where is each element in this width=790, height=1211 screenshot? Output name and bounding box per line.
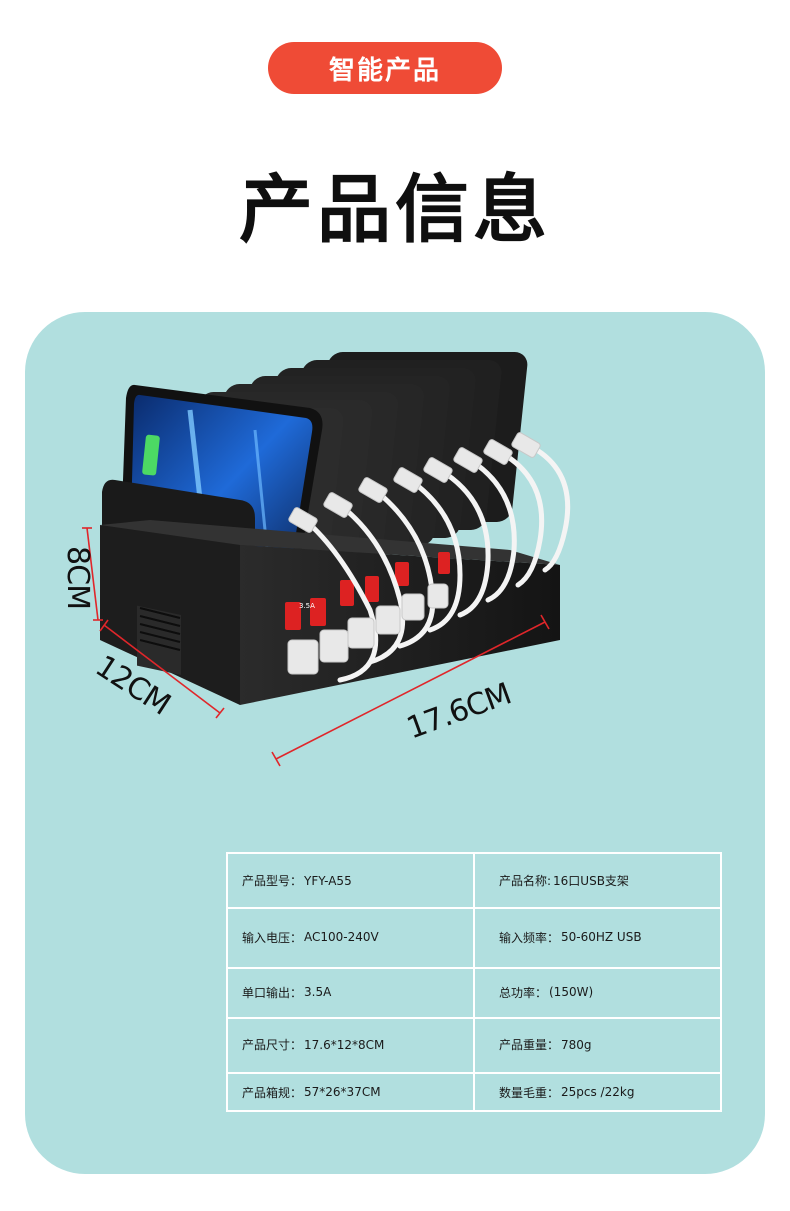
usb-plugs xyxy=(287,432,541,675)
spec-cell: 产品型号：YFY-A55 xyxy=(228,854,475,907)
port-label: 3.5A xyxy=(299,602,315,610)
usb-ports: 3.5A xyxy=(285,552,450,630)
spec-cell: 产品名称:16口USB支架 xyxy=(475,854,720,907)
spec-value: 780g xyxy=(561,1037,592,1052)
spec-cell: 单口输出：3.5A xyxy=(228,967,475,1017)
spec-label: 输入频率： xyxy=(498,930,559,945)
spec-label: 产品尺寸： xyxy=(242,1038,303,1052)
spec-table: 产品型号：YFY-A55 产品名称:16口USB支架 输入电压：AC100-24… xyxy=(226,852,722,1112)
spec-value: 16口USB支架 xyxy=(553,874,629,888)
spec-cell: 产品重量：780g xyxy=(475,1017,720,1072)
spec-value: (150W) xyxy=(549,985,594,999)
category-pill-label: 智能产品 xyxy=(328,55,441,86)
spec-value: 57*26*37CM xyxy=(304,1085,381,1099)
spec-cell: 产品尺寸：17.6*12*8CM xyxy=(228,1017,475,1072)
spec-value: 25pcs /22kg xyxy=(561,1085,635,1099)
spec-label: 输入电压： xyxy=(242,930,303,945)
spec-row: 单口输出：3.5A 总功率：(150W) xyxy=(228,967,720,1019)
page-title: 产品信息 xyxy=(239,167,551,253)
spec-cell: 输入电压：AC100-240V xyxy=(228,907,475,967)
spec-value: 3.5A xyxy=(304,985,332,999)
spec-row: 产品箱规：57*26*37CM 数量毛重：25pcs /22kg xyxy=(228,1072,720,1112)
spec-cell: 数量毛重：25pcs /22kg xyxy=(475,1072,720,1112)
category-pill: 智能产品 xyxy=(268,42,502,94)
spec-row: 产品型号：YFY-A55 产品名称:16口USB支架 xyxy=(228,854,720,909)
spec-label: 产品型号： xyxy=(242,874,303,888)
spec-label: 产品箱规： xyxy=(242,1085,303,1100)
spec-cell: 产品箱规：57*26*37CM xyxy=(228,1072,475,1112)
spec-cell: 总功率：(150W) xyxy=(475,967,720,1017)
dimension-lines xyxy=(82,527,550,767)
spec-label: 总功率： xyxy=(498,985,547,1000)
spec-value: 17.6*12*8CM xyxy=(304,1037,385,1052)
spec-label: 产品重量： xyxy=(498,1038,559,1052)
spec-value: AC100-240V xyxy=(304,930,379,944)
spec-cell: 输入频率：50-60HZ USB xyxy=(475,907,720,967)
height-dimension-label: 8CM xyxy=(59,546,95,609)
charging-station-illustration: 3.5A xyxy=(82,352,571,767)
spec-label: 产品名称: xyxy=(498,874,552,888)
spec-value: 50-60HZ USB xyxy=(561,930,642,944)
spec-row: 产品尺寸：17.6*12*8CM 产品重量：780g xyxy=(228,1017,720,1074)
spec-row: 输入电压：AC100-240V 输入频率：50-60HZ USB xyxy=(228,907,720,969)
spec-value: YFY-A55 xyxy=(304,873,352,888)
spec-label: 数量毛重： xyxy=(498,1085,559,1100)
spec-label: 单口输出： xyxy=(242,985,303,1000)
